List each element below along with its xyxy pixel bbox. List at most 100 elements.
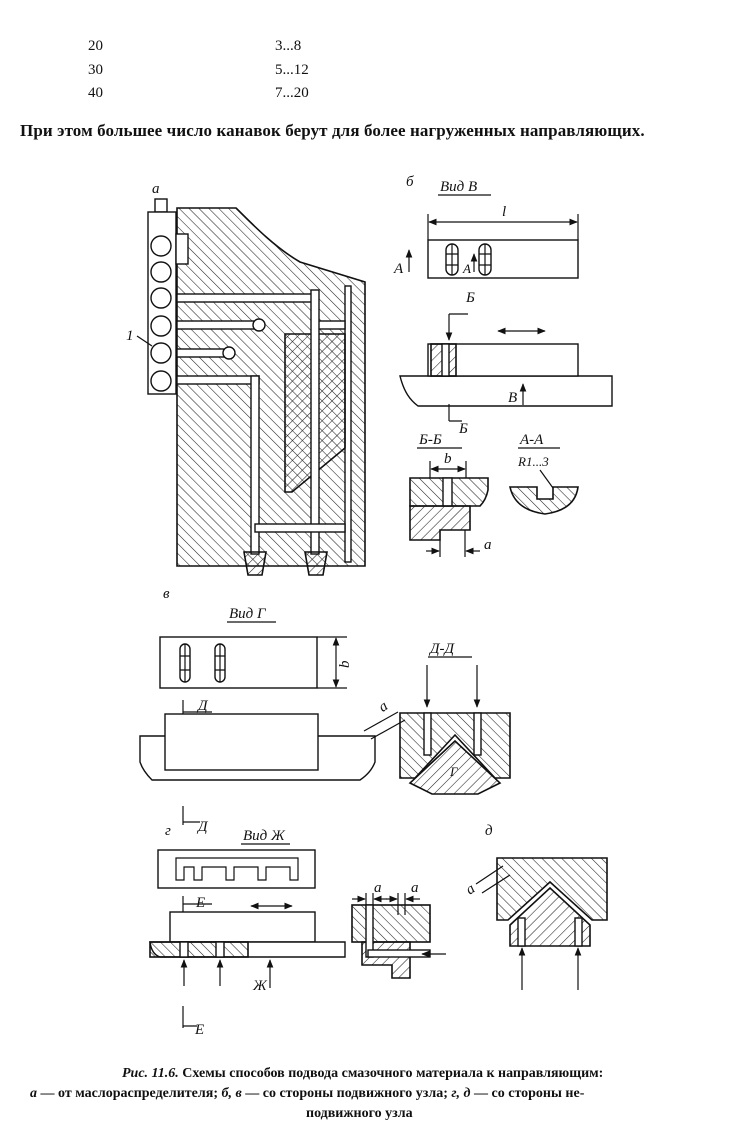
table-row-3-range: 7...20 <box>275 85 309 101</box>
figure-g-section-e-bottom: Е <box>194 1022 204 1038</box>
figure-b-dim-b-extension <box>429 461 467 478</box>
figure-b-carriage-channel <box>441 343 450 377</box>
figure-g-section-e-top-line <box>182 896 212 913</box>
figure-b-section-b-top: Б <box>465 290 475 306</box>
caption-item-text: — со стороны не- <box>470 1086 585 1101</box>
channel <box>176 320 258 330</box>
channel-plug <box>222 346 236 360</box>
figure-g-base-hole <box>215 941 225 958</box>
figure-g-dim-a-left: a <box>374 880 382 896</box>
figure-b-label: б <box>406 174 414 190</box>
figure-b: б Вид В l А А Б В Б Б-Б А-А <box>393 174 613 557</box>
table-row-2-count: 30 <box>88 62 103 78</box>
figure-a-fitting-right <box>304 551 328 576</box>
figure-v-dim-b-extension <box>317 636 347 689</box>
figure-g: г Вид Ж Е Ж Е a a <box>149 823 446 1038</box>
figure-b-section-aa-title: А-А <box>519 432 544 448</box>
figure-g-carriage <box>169 911 316 943</box>
caption-item-letter: г, д <box>451 1086 471 1101</box>
channel-plug <box>252 318 266 332</box>
figure-b-slots <box>445 243 492 276</box>
figure-g-marker-zh: Ж <box>252 978 268 994</box>
table-row-2-range: 5...12 <box>275 62 309 78</box>
figure-d-upper-block <box>496 857 608 921</box>
figure-g-view-title: Вид Ж <box>243 828 286 844</box>
figure-v-view-title: Вид Г <box>229 606 267 622</box>
figure-v-section-dd-channel <box>473 712 482 756</box>
caption-item-text: — со стороны подвижного узла; <box>241 1086 452 1101</box>
figure-b-section-bb-lower <box>409 505 471 541</box>
figure-g-section-channel <box>367 949 431 958</box>
figure-caption-line-1: Рис. 11.6. Схемы способов подвода смазоч… <box>122 1066 603 1082</box>
figure-number: Рис. 11.6. <box>122 1066 179 1081</box>
figure-b-base <box>399 375 613 407</box>
figure-g-label: г <box>165 823 171 839</box>
figure-g-dim-a-right: a <box>411 880 419 896</box>
figure-v-section-d-bottom-line <box>182 806 200 825</box>
oil-slot-marks <box>180 644 190 682</box>
oil-slot-marks <box>215 644 225 682</box>
outlet <box>150 235 172 257</box>
figure-a-distributor-outlets <box>150 235 172 392</box>
body-paragraph: При этом большее число канавок берут для… <box>20 121 645 140</box>
outlet <box>150 261 172 283</box>
figure-v-section-dd-channel <box>423 712 432 756</box>
figure-v-view-mark: Г <box>449 764 458 779</box>
figure-g-section-e-bottom-line <box>182 1006 197 1028</box>
figure-a-callout-leader <box>136 335 153 347</box>
figure-b-dim-a-extension <box>439 530 466 557</box>
figure-g-section-upper <box>351 904 431 943</box>
figure-b-section-aa <box>509 486 579 515</box>
table-row-1-count: 20 <box>88 38 103 54</box>
oil-slot-marks <box>446 244 458 275</box>
figure-g-dim-a-extension <box>365 893 406 915</box>
figure-v-section-d-bottom: Д <box>196 819 209 835</box>
figure-b-section-bb-title: Б-Б <box>418 432 442 448</box>
outlet <box>150 370 172 392</box>
channel <box>254 523 346 533</box>
figure-b-view-title: Вид В <box>440 179 477 195</box>
figure-d: д a <box>463 823 608 990</box>
figure-v-label: в <box>163 586 170 602</box>
figure-v-dim-a-lines <box>363 711 406 740</box>
figure-v-dim-a: a <box>376 698 391 715</box>
outlet <box>150 287 172 309</box>
figure-a-label: а <box>152 181 160 197</box>
figure-a-bracket <box>175 233 189 265</box>
figure-title: Схемы способов подвода смазочного матери… <box>178 1066 604 1081</box>
outlet <box>150 315 172 337</box>
figure-g-base-section <box>149 941 249 958</box>
figure-b-section-bb-channel <box>442 477 453 507</box>
figure-d-dim-a-lines <box>475 865 511 894</box>
figure-v-carriage <box>164 713 319 771</box>
table-row-3-count: 40 <box>88 85 103 101</box>
figure-a-guide-gap <box>344 285 352 563</box>
channel <box>176 293 316 303</box>
figure-b-section-b-bottom: Б <box>458 421 468 437</box>
channel <box>310 289 320 555</box>
figure-b-marker-v: В <box>508 390 517 406</box>
figure-d-prism <box>509 886 591 947</box>
figure-caption-line-2: а — от маслораспределителя; б, в — со ст… <box>30 1086 584 1102</box>
figure-v-section-dd-prism <box>408 739 502 795</box>
figure-g-section-e-top: Е <box>195 895 205 911</box>
figure-a: а 1 <box>126 181 366 576</box>
figure-d-channel <box>574 917 583 947</box>
figure-b-dim-b: b <box>444 451 452 467</box>
figure-caption-line-3: подвижного узла <box>306 1106 413 1121</box>
figure-d-label: д <box>485 823 493 839</box>
figure-g-section-channel <box>365 904 374 958</box>
figure-a-callout: 1 <box>126 328 134 344</box>
figure-b-marker-a-left: А <box>393 261 404 277</box>
figure-a-distributor-nib <box>154 198 168 213</box>
figure-d-channel <box>517 917 526 947</box>
figure-v: в Вид Г b Д Д Д-Д Г a <box>139 586 511 835</box>
figure-v-dim-b: b <box>337 660 353 668</box>
channel <box>176 375 260 385</box>
channel <box>176 348 228 358</box>
outlet <box>150 342 172 364</box>
figure-a-fitting-left <box>243 551 267 576</box>
figure-v-section-dd-title: Д-Д <box>428 641 456 657</box>
figure-b-dim-l: l <box>502 204 506 220</box>
oil-slot-marks <box>479 244 491 275</box>
